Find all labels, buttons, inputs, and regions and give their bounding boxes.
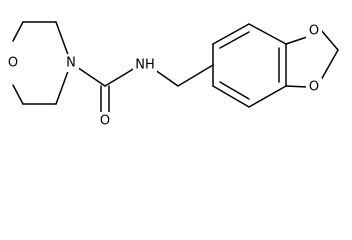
chemical-structure-diagram: O N O NH O O: [5, 21, 339, 130]
atom-label-morpholine-nitrogen: N: [66, 56, 76, 71]
dioxole-ring: [285, 29, 339, 88]
bond-dioxole-ch2-o-bottom: [320, 49, 339, 81]
bond-ar-5-6: [248, 85, 287, 108]
bond-ar-2-3: [212, 23, 250, 45]
atom-label-dioxole-top-oxygen: O: [309, 24, 319, 39]
bond-dioxole-ar-o-top: [285, 36, 308, 45]
atom-label-amide-nh: NH: [135, 58, 155, 73]
bond-dioxole-o-top-ch2: [320, 29, 339, 51]
benzene-ring: [212, 23, 287, 108]
bond-ar-6-1: [212, 85, 250, 108]
bond-morph-o-c1: [12, 21, 24, 42]
bond-ar-inner-c: [219, 81, 250, 100]
bond-dioxole-o-bottom-ar: [285, 85, 308, 88]
atom-label-dioxole-bottom-oxygen: O: [309, 80, 319, 95]
atom-label-morpholine-oxygen: O: [8, 56, 18, 71]
atom-label-carbonyl-oxygen: O: [100, 114, 110, 129]
bond-ar-3-4: [248, 23, 287, 45]
atom-labels: O N O NH O O: [5, 22, 322, 130]
bond-ch2-ring: [177, 64, 214, 87]
morpholine-ring: [12, 21, 72, 105]
bond-ar-inner-a: [219, 31, 250, 49]
bond-morph-c4-o: [12, 84, 24, 105]
